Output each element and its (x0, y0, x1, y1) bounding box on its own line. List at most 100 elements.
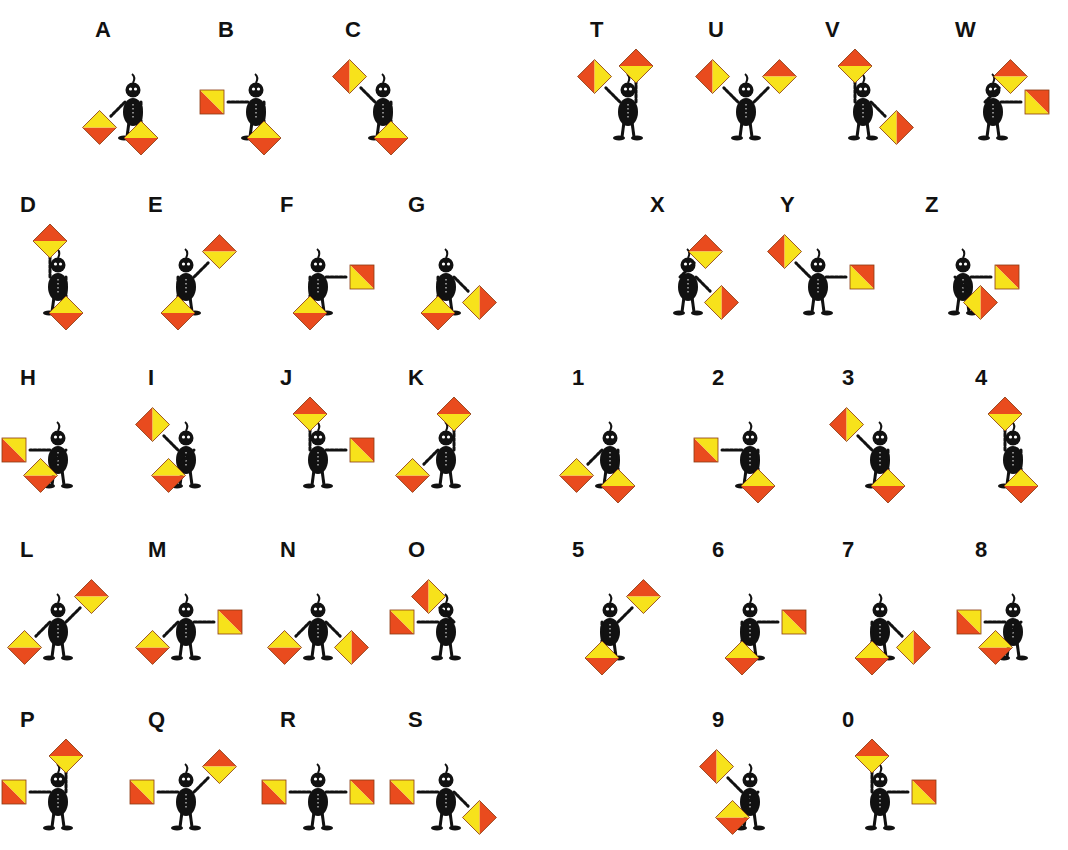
flag-border (957, 610, 981, 634)
flag-border (33, 224, 67, 258)
figure-eye (989, 87, 992, 90)
flag-red-half (2, 438, 26, 462)
flag-red-half (390, 610, 414, 634)
flag-border (350, 438, 374, 462)
figure-arm (757, 450, 760, 470)
signaller-figure (396, 397, 471, 492)
figure-foot (731, 136, 743, 141)
signal-letter: Z (925, 193, 938, 217)
flag-yellow-half (293, 397, 327, 431)
flag-red-half (850, 265, 874, 289)
figure-arm (290, 791, 310, 794)
flag-red-half (585, 641, 619, 675)
figure-head (311, 773, 326, 788)
figure-eye (314, 262, 317, 265)
figure-tuft (962, 249, 964, 258)
figure-foot (613, 136, 625, 141)
semaphore-flag (350, 438, 374, 462)
figure-tuft (57, 594, 59, 603)
figure-eye (881, 607, 884, 610)
flag-red-half (33, 224, 67, 258)
flag-red-half (601, 469, 635, 503)
flag-yellow-half (462, 800, 496, 834)
flag-yellow-half (716, 800, 750, 834)
figure-buttons (318, 452, 319, 468)
flag-border (855, 739, 889, 773)
figure-buttons (446, 452, 447, 468)
flag-red-half (830, 408, 864, 442)
figure-eye (606, 435, 609, 438)
signaller-figure (83, 74, 158, 155)
semaphore-flag (49, 296, 83, 330)
figure-eye (442, 435, 445, 438)
flag-red-half (696, 60, 730, 94)
figure-arm (888, 791, 908, 794)
flag-yellow-half (879, 110, 913, 144)
figure-arm (871, 622, 874, 642)
figure-tuft (185, 764, 187, 773)
signaller-figure (988, 397, 1038, 503)
semaphore-flag (688, 235, 722, 269)
flag-border (390, 610, 414, 634)
flag-yellow-half (1004, 469, 1038, 503)
flag-yellow-half (696, 60, 730, 94)
signaller-figure (694, 422, 775, 503)
signal-letter: 6 (712, 538, 724, 562)
figure-foot (61, 656, 73, 661)
flag-border (293, 296, 327, 330)
figure-foot (673, 311, 685, 316)
figure-arm (985, 621, 1005, 624)
figure-eye (257, 87, 260, 90)
semaphore-flag (390, 610, 414, 634)
signal-letter: M (148, 538, 166, 562)
figure-arm (796, 263, 810, 277)
figure-arm (390, 102, 393, 122)
signaller-figure (333, 60, 408, 155)
signal-letter: U (708, 18, 724, 42)
figure-eye (876, 607, 879, 610)
signaller-figure (673, 235, 738, 320)
figure-foot (803, 311, 815, 316)
semaphore-flag (202, 750, 236, 784)
figure-foot (43, 826, 55, 831)
figure-head (51, 773, 66, 788)
flag-yellow-half (390, 610, 414, 634)
figure-head (51, 258, 66, 273)
semaphore-flag (390, 780, 414, 804)
signaller-figure (578, 49, 653, 140)
figure-head (439, 258, 454, 273)
figure-buttons (58, 794, 59, 810)
figure-eye (746, 435, 749, 438)
signaller-figure (948, 249, 1019, 319)
figure-arm (180, 450, 194, 464)
semaphore-flag (993, 60, 1027, 94)
signaller-figure (293, 397, 374, 488)
figure-foot (449, 484, 461, 489)
figure-buttons (863, 104, 864, 120)
figure-eye (134, 87, 137, 90)
flag-red-half (437, 397, 471, 431)
flag-red-half (741, 469, 775, 503)
signaller-figure (978, 60, 1049, 141)
figure-tuft (445, 249, 447, 258)
flag-red-half (152, 458, 186, 492)
figure-eye (684, 262, 687, 265)
figure-arm (871, 772, 874, 792)
figure-head (739, 83, 754, 98)
figure-tuft (879, 422, 881, 431)
semaphore-flag (49, 739, 83, 773)
figure-eye (314, 435, 317, 438)
figure-buttons (186, 624, 187, 640)
figure-eye (54, 262, 57, 265)
flag-border (24, 458, 58, 492)
flag-red-half (704, 285, 738, 319)
semaphore-flag (741, 469, 775, 503)
figure-foot (431, 656, 443, 661)
signaller-figure (136, 408, 201, 493)
figure-eye (624, 87, 627, 90)
flag-border (963, 285, 997, 319)
semaphore-flag (202, 235, 236, 269)
figure-foot (753, 826, 765, 831)
flag-red-half (879, 110, 913, 144)
figure-foot (303, 484, 315, 489)
